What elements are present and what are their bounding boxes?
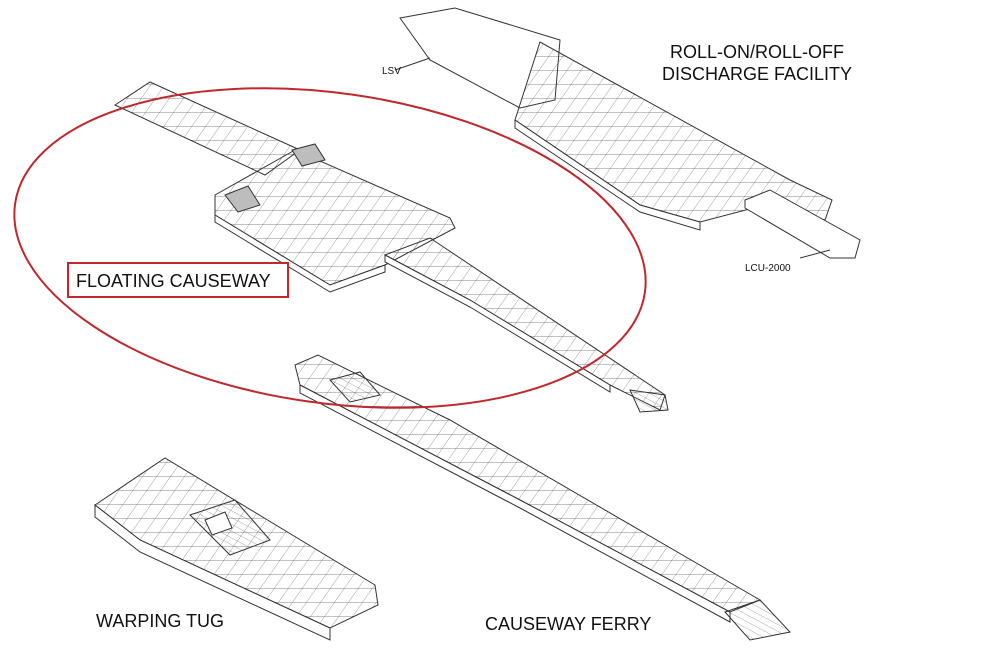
floating-causeway-label-box (67, 262, 289, 298)
floating-causeway (113, 81, 669, 413)
highlight-ellipse (13, 87, 647, 409)
causeway-ferry-label: CAUSEWAY FERRY (485, 614, 651, 634)
floating-causeway-label: FLOATING CAUSEWAY (76, 271, 271, 291)
roro-facility (394, 7, 861, 259)
lcu-vessel (744, 189, 861, 259)
lsv-label: LSV (382, 66, 401, 77)
lcu-label: LCU-2000 (745, 263, 791, 274)
ferry-ramp (724, 599, 791, 641)
roro-label-line1: ROLL-ON/ROLL-OFF (670, 42, 844, 62)
warping-tug (94, 457, 379, 641)
roro-label-line2: DISCHARGE FACILITY (662, 64, 852, 84)
warping-tug-label: WARPING TUG (96, 611, 224, 631)
